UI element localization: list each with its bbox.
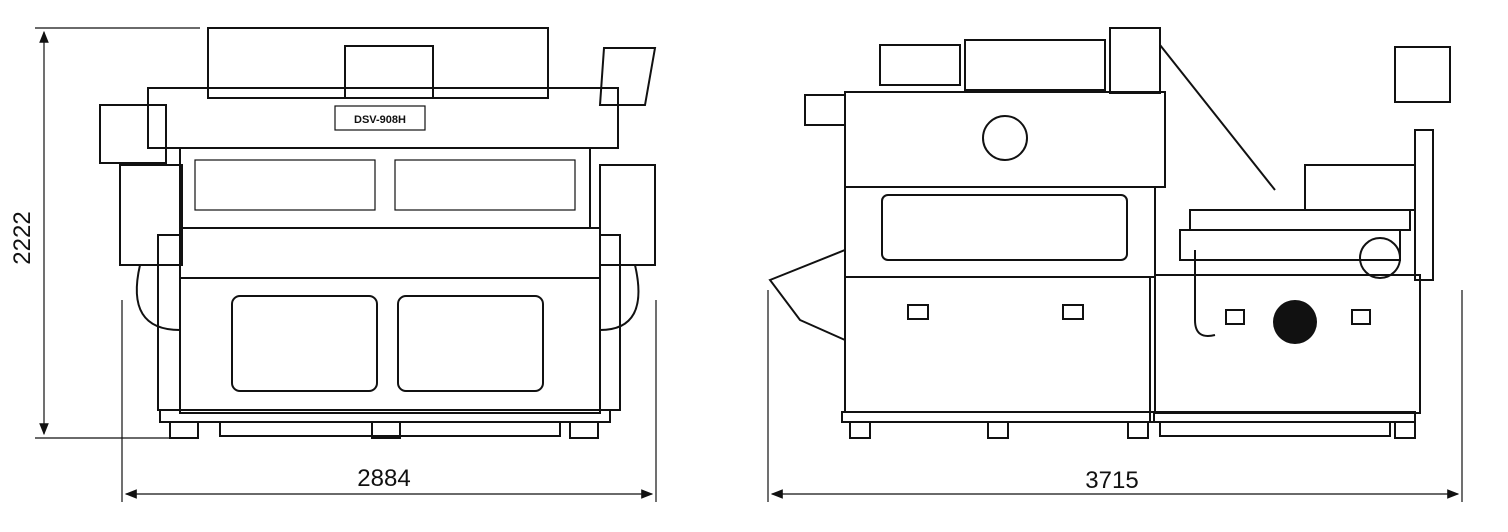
side-monitor <box>1394 46 1451 103</box>
front-width-dimension: 2884 <box>121 300 657 502</box>
model-label: DSV-908H <box>354 114 406 126</box>
side-length-value: 3715 <box>1085 467 1138 494</box>
right-monitor <box>598 47 657 106</box>
left-monitor <box>99 104 167 164</box>
height-value: 2222 <box>9 211 36 264</box>
side-length-dimension: 3715 <box>767 290 1463 502</box>
height-dimension: 2222 <box>9 27 200 439</box>
model-label-plate <box>334 105 426 131</box>
side-view <box>768 27 1451 439</box>
front-width-value: 2884 <box>357 465 410 492</box>
hand-wheel <box>1273 300 1317 344</box>
front-view: DSV-908H <box>99 27 657 439</box>
